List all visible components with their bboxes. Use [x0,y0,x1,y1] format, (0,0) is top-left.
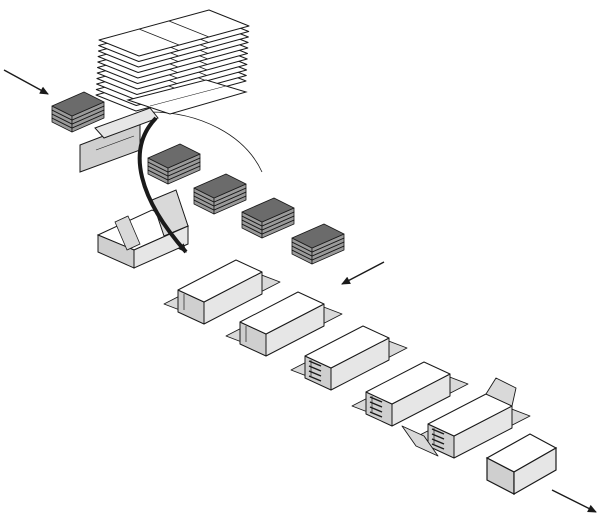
closing-flap [485,377,517,407]
finished-carton [485,433,558,496]
arrow-icon [3,69,49,95]
open-carton [163,259,281,325]
carton-top [304,325,390,369]
blank-being-fed [126,79,248,115]
arrow-icon [551,489,597,513]
product-layer [291,223,345,249]
carton-blank [98,9,250,57]
blank-sheet [98,9,250,57]
arrow-icon [341,261,385,285]
open-carton [290,325,408,391]
product-stack [51,91,105,133]
open-carton [401,377,531,459]
product-stack [147,143,201,185]
product-stack [193,173,247,215]
product-layer [193,173,247,199]
product-layer [147,143,201,169]
opened-carton-sleeve [96,189,190,269]
product-layer [51,91,105,117]
carton-top [177,259,263,303]
closing-flap [401,425,439,457]
product-stacks [51,91,345,265]
product-stack [291,223,345,265]
carton-blank-magazine [95,9,250,112]
open-carton [225,291,343,357]
curved-arrow-icon [137,116,188,254]
carton-top [365,361,451,405]
carton-top [239,291,325,335]
open-carton [351,361,469,427]
product-layer [241,197,295,223]
product-stack [241,197,295,239]
carton-line [163,259,531,459]
